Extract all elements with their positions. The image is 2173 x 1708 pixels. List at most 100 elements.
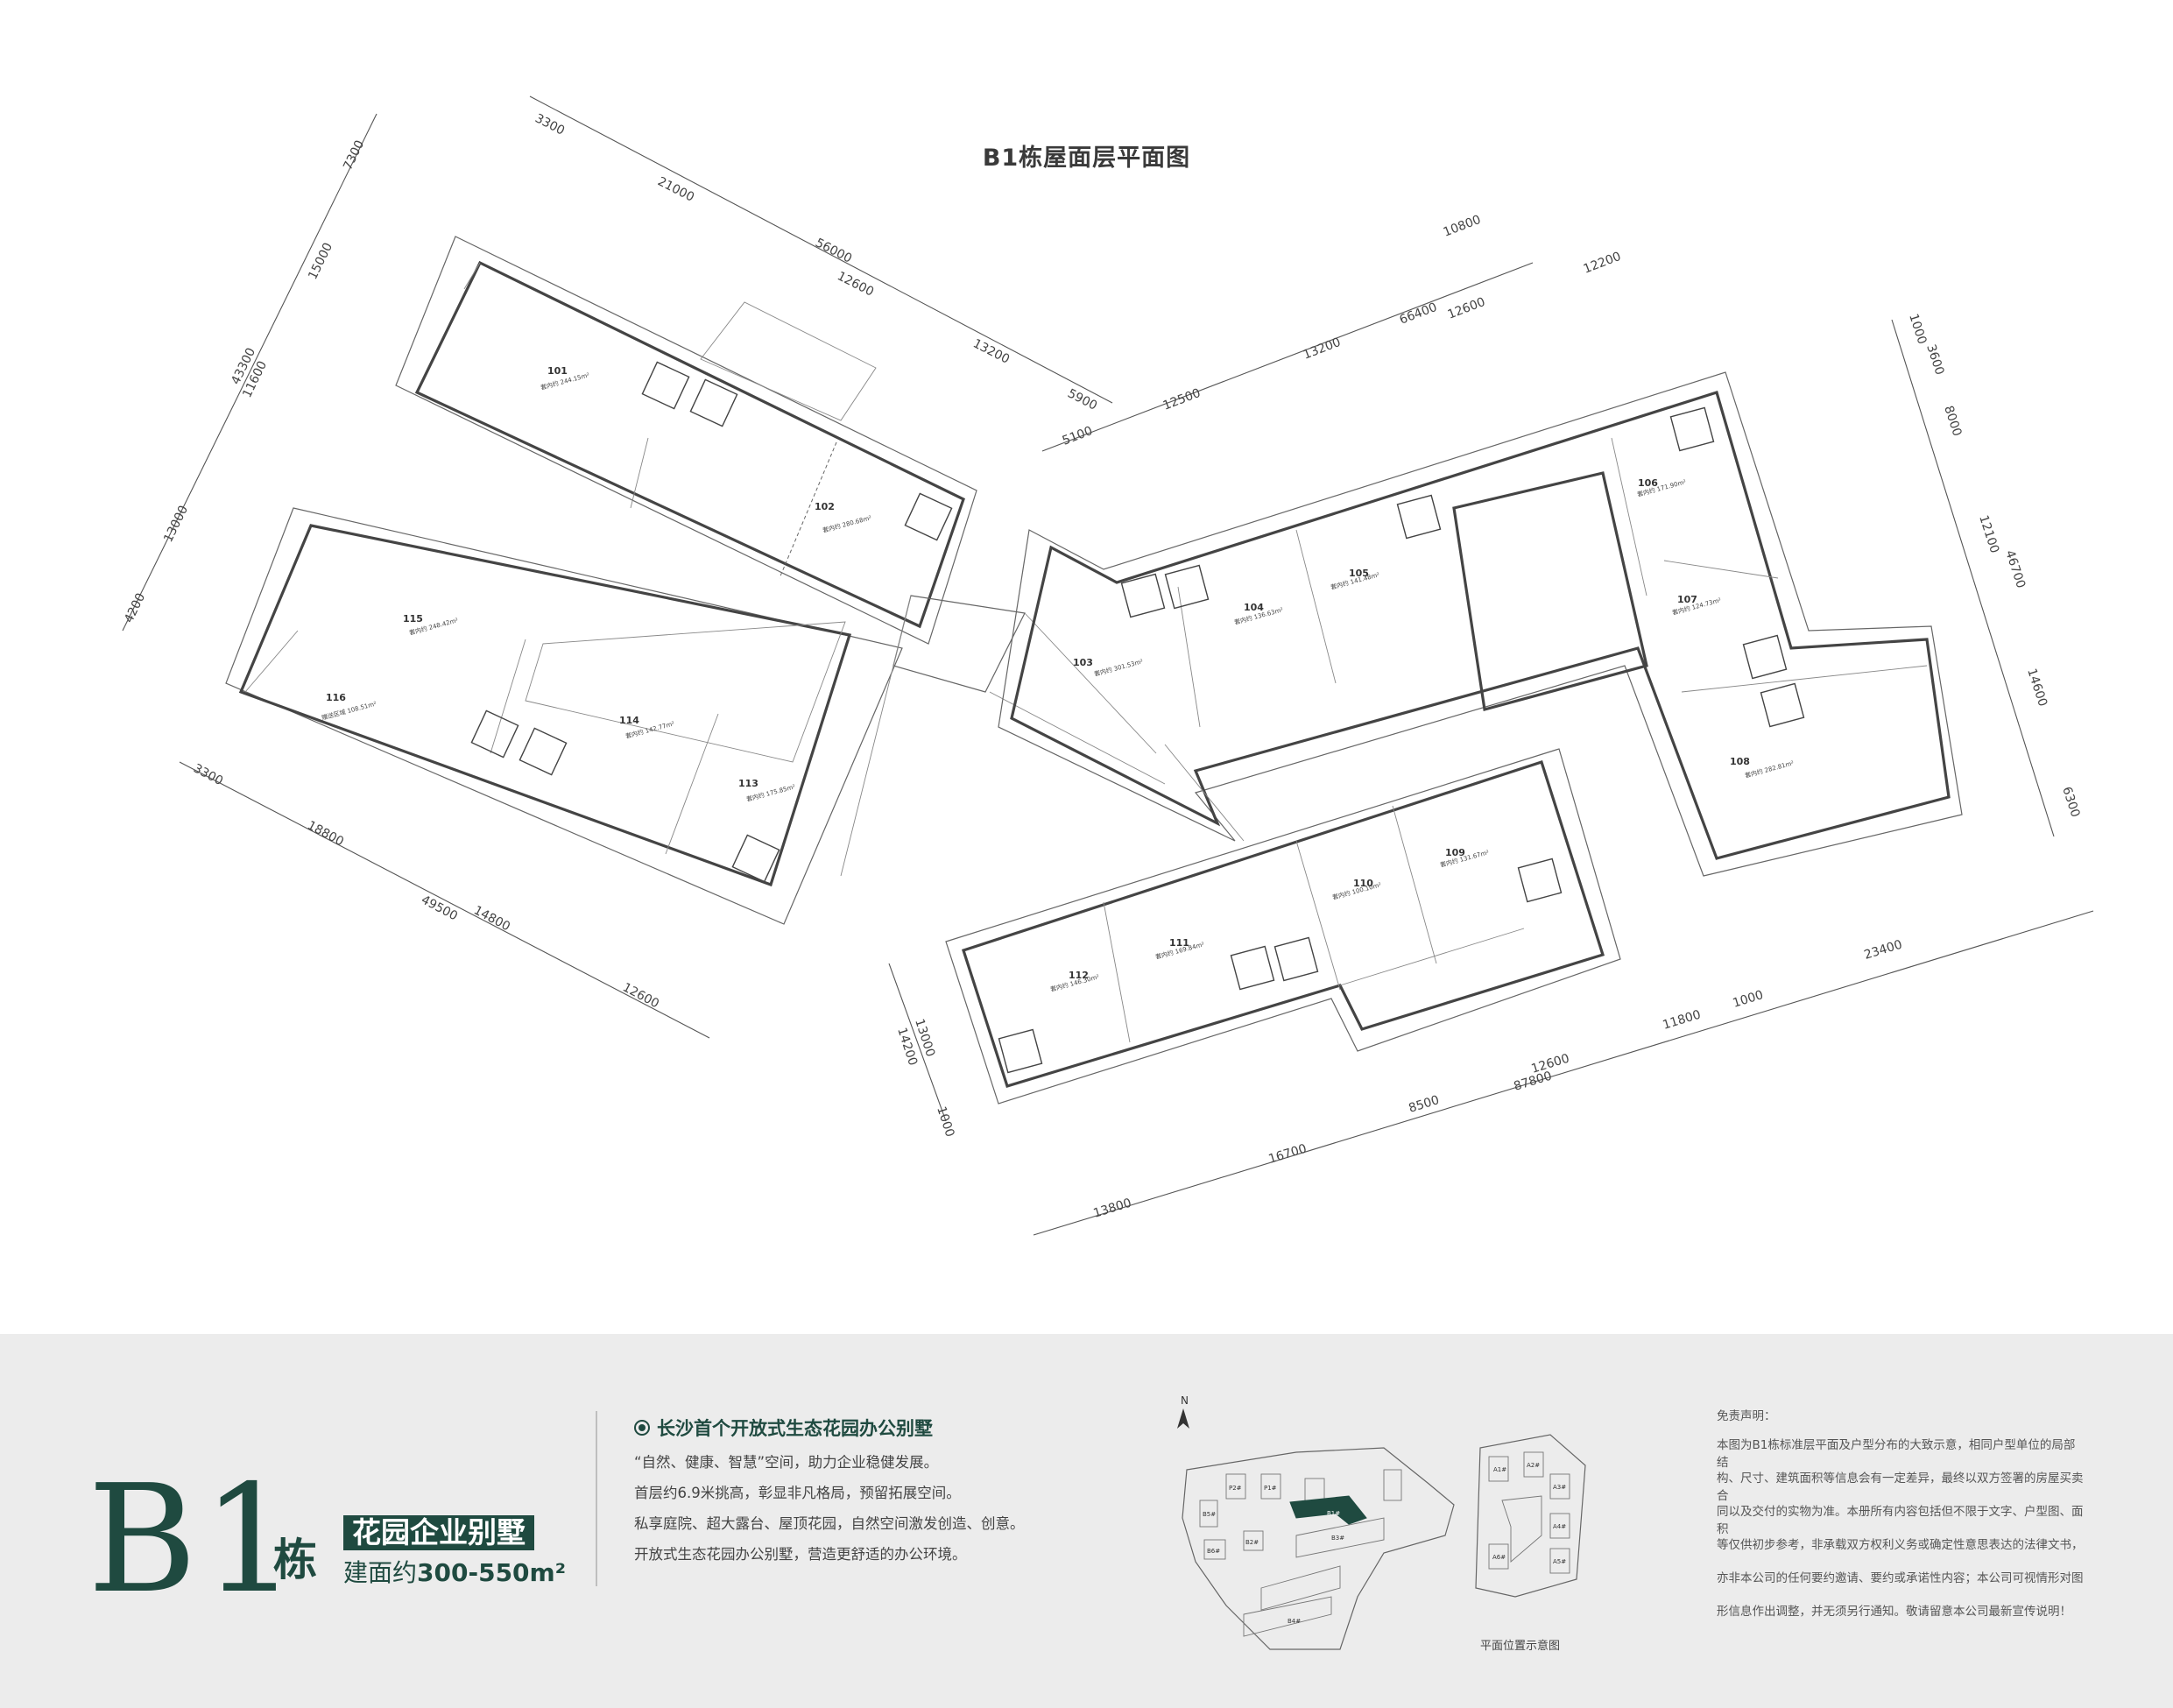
disclaimer-line-5: 亦非本公司的任何要约邀请、要约或承诺性内容；本公司可视情形对图 <box>1717 1571 2084 1585</box>
feature-line-3: 私享庭院、超大露台、屋顶花园，自然空间激发创造、创意。 <box>634 1515 1025 1532</box>
disclaimer-line-3: 同以及交付的实物为准。本册所有内容包括但不限于文字、户型图、面积 <box>1717 1505 2084 1536</box>
connector-bridge <box>840 595 1166 877</box>
svg-text:14800: 14800 <box>471 903 512 934</box>
feature-line-4: 开放式生态花园办公别墅，营造更舒适的办公环境。 <box>634 1546 967 1563</box>
room-108-area: 套内约 282.81m² <box>1744 759 1795 780</box>
room-102-area: 套内约 280.68m² <box>822 513 872 534</box>
room-108-number: 108 <box>1730 756 1750 767</box>
target-bullet-icon <box>634 1420 650 1436</box>
svg-text:3300: 3300 <box>533 111 567 138</box>
svg-text:46700: 46700 <box>2002 548 2028 589</box>
highlighted-building-b1 <box>1289 1495 1367 1525</box>
vertical-divider <box>596 1411 597 1586</box>
stair-cores <box>470 361 1805 1074</box>
block-north-west <box>395 236 977 645</box>
svg-text:12200: 12200 <box>1582 250 1623 277</box>
svg-text:B3#: B3# <box>1331 1535 1344 1542</box>
svg-text:6300: 6300 <box>2059 785 2082 819</box>
north-arrow-icon: N <box>1177 1394 1189 1429</box>
svg-text:P2#: P2# <box>1229 1485 1242 1492</box>
room-103-number: 103 <box>1073 657 1093 668</box>
disclaimer-line-1: 本图为B1栋标准层平面及户型分布的大致示意，相同户型单位的局部结 <box>1717 1438 2076 1470</box>
block-north-east <box>998 371 1963 877</box>
area-value: 300-550m² <box>417 1558 566 1587</box>
svg-text:N: N <box>1181 1394 1189 1407</box>
headline: 长沙首个开放式生态花园办公别墅 <box>634 1415 933 1442</box>
svg-text:13000: 13000 <box>161 504 191 545</box>
svg-text:1000: 1000 <box>1906 312 1929 346</box>
svg-text:B2#: B2# <box>1245 1539 1259 1546</box>
svg-text:B1#: B1# <box>1327 1510 1340 1517</box>
location-map-caption: 平面位置示意图 <box>1480 1640 1561 1653</box>
svg-text:13200: 13200 <box>1302 335 1343 363</box>
svg-text:14600: 14600 <box>2024 667 2050 708</box>
product-tag: 花园企业别墅 <box>343 1515 534 1550</box>
svg-text:P1#: P1# <box>1264 1485 1277 1492</box>
feature-line-2: 首层约6.9米挑高，彰显非凡格局，预留拓展空间。 <box>634 1485 961 1501</box>
svg-text:B5#: B5# <box>1203 1511 1216 1518</box>
svg-text:12100: 12100 <box>1976 513 2001 554</box>
room-102-number: 102 <box>815 501 835 512</box>
block-south-west <box>225 507 903 925</box>
svg-text:B6#: B6# <box>1207 1548 1220 1555</box>
room-115-number: 115 <box>403 613 423 625</box>
room-112-number: 112 <box>1069 970 1089 981</box>
disclaimer-line-6: 形信息作出调整，并无须另行通知。敬请留意本公司最新宣传说明！ <box>1717 1605 2071 1619</box>
room-104-number: 104 <box>1244 602 1264 613</box>
floor-plan: 3300 21000 56000 12600 13200 5900 5100 1… <box>122 95 2094 1236</box>
area-label: 建面约 <box>343 1558 418 1587</box>
room-103-area: 套内约 301.53m² <box>1093 657 1144 678</box>
svg-text:3600: 3600 <box>1923 342 1946 377</box>
disclaimer-title: 免责声明： <box>1717 1409 1776 1423</box>
svg-text:21000: 21000 <box>655 174 696 204</box>
dimension-lines <box>122 95 2094 1236</box>
room-107-number: 107 <box>1677 594 1697 605</box>
svg-text:23400: 23400 <box>1862 938 1903 963</box>
disclaimer-line-4: 等仅供初步参考，非承载双方权利义务或确定性意思表达的法律文书， <box>1717 1538 2084 1552</box>
svg-text:16700: 16700 <box>1266 1142 1308 1167</box>
svg-text:4200: 4200 <box>122 591 148 625</box>
svg-text:10800: 10800 <box>1442 213 1483 240</box>
svg-text:A5#: A5# <box>1553 1558 1566 1565</box>
area-line: 建面约300-550m² <box>343 1557 566 1589</box>
svg-text:13200: 13200 <box>970 336 1012 366</box>
svg-text:12500: 12500 <box>1161 386 1203 413</box>
svg-text:7300: 7300 <box>341 138 367 173</box>
plan-title: B1栋屋面层平面图 <box>982 145 1191 172</box>
svg-text:A6#: A6# <box>1492 1554 1506 1561</box>
svg-text:1000: 1000 <box>934 1105 956 1139</box>
svg-text:A4#: A4# <box>1553 1523 1566 1530</box>
location-map-labels: B1# A1# A2# A3# A4# A5# A6# B2# B3# B4# … <box>1203 1462 1566 1625</box>
block-south <box>945 748 1621 1105</box>
feature-line-1: “自然、健康、智慧”空间，助力企业稳健发展。 <box>634 1454 939 1471</box>
svg-text:A1#: A1# <box>1493 1466 1506 1473</box>
room-110-number: 110 <box>1353 878 1373 889</box>
svg-text:3300: 3300 <box>191 761 225 788</box>
svg-text:56000: 56000 <box>813 236 854 265</box>
svg-text:11800: 11800 <box>1661 1008 1702 1033</box>
svg-text:1000: 1000 <box>1731 988 1765 1011</box>
room-113-number: 113 <box>738 778 758 789</box>
svg-text:5900: 5900 <box>1065 386 1099 413</box>
svg-text:A3#: A3# <box>1553 1484 1566 1491</box>
svg-text:15000: 15000 <box>306 241 335 282</box>
svg-text:A2#: A2# <box>1527 1462 1540 1469</box>
svg-text:12600: 12600 <box>835 269 876 299</box>
disclaimer-line-2: 构、尺寸、建筑面积等信息会有一定差异，最终以双方签署的房屋买卖合 <box>1717 1472 2084 1503</box>
room-116-number: 116 <box>326 692 346 703</box>
svg-text:12600: 12600 <box>620 980 661 1011</box>
room-111-number: 111 <box>1169 937 1189 949</box>
info-panel: B1 栋 花园企业别墅 建面约300-550m² 长沙首个开放式生态花园办公别墅… <box>0 1334 2173 1708</box>
room-106-number: 106 <box>1638 477 1658 489</box>
svg-text:12600: 12600 <box>1446 295 1487 322</box>
svg-text:8000: 8000 <box>1941 404 1964 438</box>
svg-text:66400: 66400 <box>1398 300 1439 328</box>
room-114-number: 114 <box>619 715 639 726</box>
svg-text:5100: 5100 <box>1061 424 1095 448</box>
building-code: B1 <box>88 1453 303 1627</box>
svg-text:13800: 13800 <box>1091 1196 1132 1221</box>
svg-text:B4#: B4# <box>1288 1618 1301 1625</box>
location-map: N B1# A1# A2# A <box>1177 1394 1586 1650</box>
room-101-number: 101 <box>547 365 568 377</box>
svg-text:18800: 18800 <box>305 818 346 849</box>
